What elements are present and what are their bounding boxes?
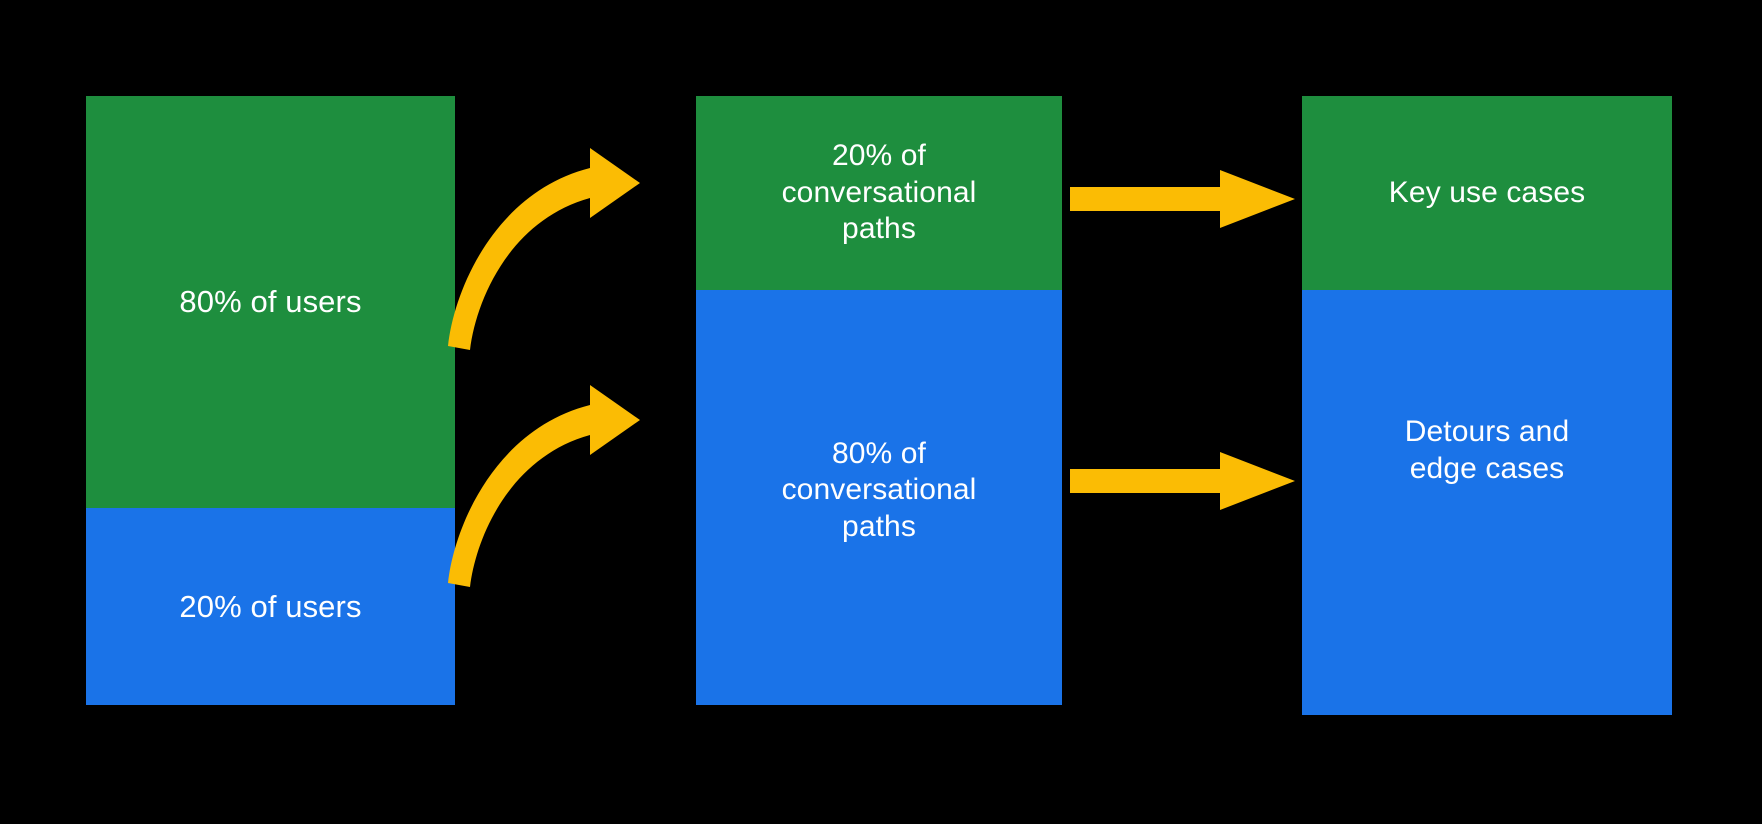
segment-label: Detours and edge cases <box>1404 414 1570 485</box>
curved-arrow-icon-top <box>448 148 640 350</box>
segment-paths-minority: 20% of conversational paths <box>696 96 1062 290</box>
curved-arrow-icon-bottom <box>448 385 640 587</box>
segment-label: 80% of conversational paths <box>781 436 977 543</box>
segment-label: 20% of conversational paths <box>781 139 977 246</box>
conversational-paths-column: 20% of conversational paths 80% of conve… <box>696 96 1062 705</box>
segment-users-minority: 20% of users <box>86 508 455 705</box>
segment-key-use-cases: Key use cases <box>1302 96 1672 290</box>
users-column: 80% of users 20% of users <box>86 96 455 705</box>
segment-label: 20% of users <box>179 588 362 624</box>
segment-label: Key use cases <box>1388 175 1586 209</box>
straight-arrow-icon-top <box>1070 170 1295 228</box>
segment-users-majority: 80% of users <box>86 96 455 508</box>
use-cases-column: Key use cases Detours and edge cases <box>1302 96 1672 715</box>
segment-edge-cases: Detours and edge cases <box>1302 290 1672 715</box>
straight-arrow-icon-bottom <box>1070 452 1295 510</box>
segment-paths-majority: 80% of conversational paths <box>696 290 1062 705</box>
segment-label: 80% of users <box>179 284 362 320</box>
